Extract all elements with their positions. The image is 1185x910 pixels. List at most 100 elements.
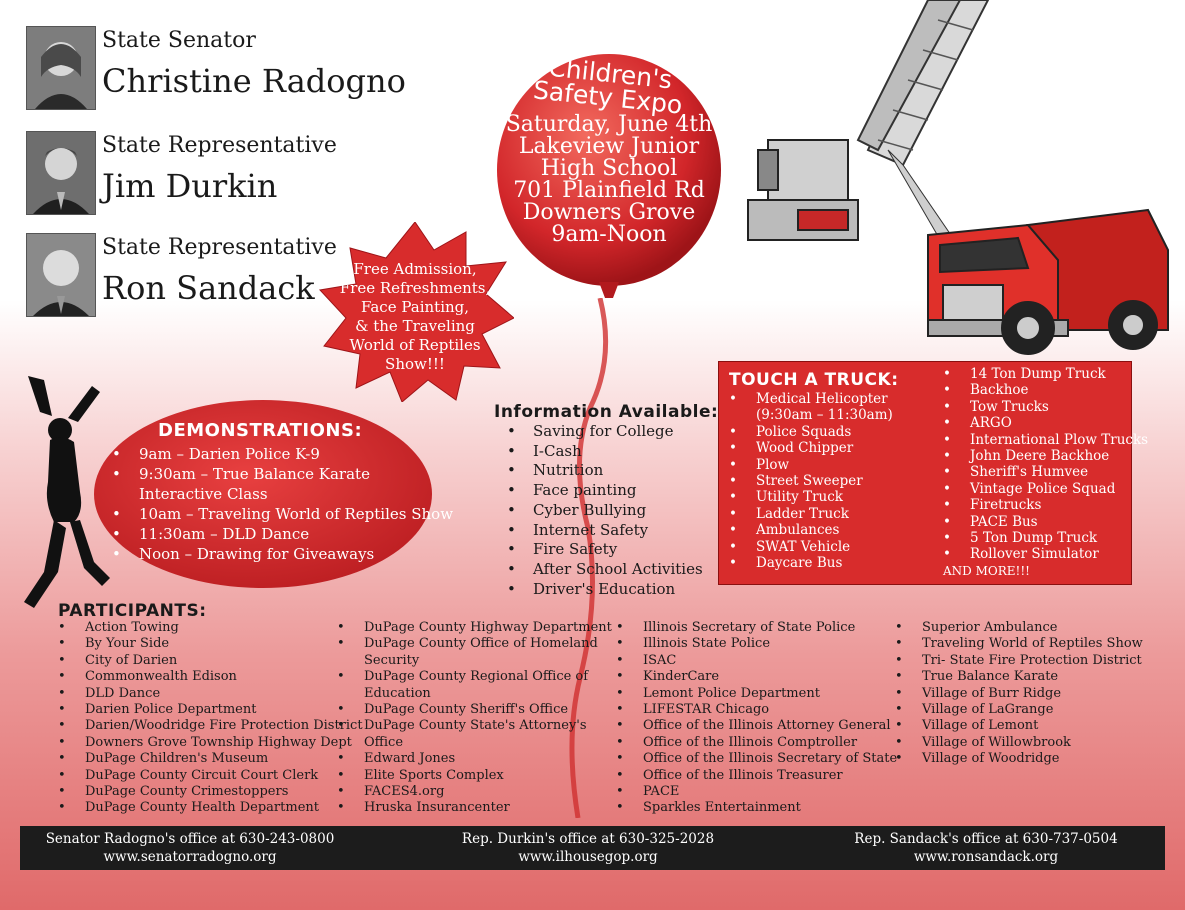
list-item: Fire Safety — [507, 540, 703, 560]
list-item: Utility Truck — [729, 489, 893, 506]
list-item: Office of the Illinois Treasurer — [616, 768, 897, 785]
event-address-line1: 701 Plainfield Rd — [513, 178, 705, 203]
offer-line: Free Refreshments, — [339, 279, 491, 297]
list-item: Illinois State Police — [616, 636, 897, 653]
list-item: Saving for College — [507, 422, 703, 442]
list-item: Rollover Simulator — [943, 546, 1148, 563]
participants-col4: Superior Ambulance Traveling World of Re… — [895, 620, 1143, 768]
list-item: DuPage County State's Attorney's — [337, 718, 612, 735]
list-item: DuPage County Highway Department — [337, 620, 612, 637]
list-item: Internet Safety — [507, 521, 703, 541]
footer-office: Senator Radogno's office at 630-243-0800 — [45, 831, 335, 847]
touch-a-truck-title: TOUCH A TRUCK: — [729, 370, 899, 390]
list-item: (9:30am – 11:30am) — [756, 407, 893, 424]
offer-line: Face Painting, — [360, 298, 470, 316]
list-item: Driver's Education — [507, 580, 703, 600]
list-item: Ladder Truck — [729, 506, 893, 523]
list-item: Darien/Woodridge Fire Protection Distric… — [58, 718, 363, 735]
truck-list-col2: 14 Ton Dump Truck Backhoe Tow Trucks ARG… — [943, 366, 1148, 563]
event-details: Children's Safety Expo Saturday, June 4t… — [489, 53, 729, 247]
list-item: Interactive Class — [139, 485, 268, 503]
list-item: KinderCare — [616, 669, 897, 686]
list-item: PACE Bus — [943, 514, 1148, 531]
footer-office: Rep. Durkin's office at 630-325-2028 — [461, 831, 715, 847]
list-item: LIFESTAR Chicago — [616, 702, 897, 719]
list-item: Wood Chipper — [729, 440, 893, 457]
demonstrations-list: 9am – Darien Police K-9 9:30am – True Ba… — [112, 444, 453, 564]
list-item: 9am – Darien Police K-9 — [112, 444, 453, 464]
participants-title: PARTICIPANTS: — [58, 601, 207, 621]
list-item: Ambulances — [729, 522, 893, 539]
list-item: Cyber Bullying — [507, 501, 703, 521]
offer-line: & the Traveling — [355, 317, 475, 335]
list-item: Vintage Police Squad — [943, 481, 1148, 498]
event-venue-line1: Lakeview Junior — [518, 134, 700, 159]
list-item: ISAC — [616, 653, 897, 670]
starburst-badge — [319, 222, 514, 402]
durkin-photo — [26, 131, 96, 215]
footer-radogno: Senator Radogno's office at 630-243-0800… — [30, 830, 350, 866]
footer-web-link[interactable]: www.ronsandack.org — [913, 849, 1059, 865]
list-item: Edward Jones — [337, 751, 612, 768]
list-item: 5 Ton Dump Truck — [943, 530, 1148, 547]
list-item: Darien Police Department — [58, 702, 363, 719]
jumping-girl-silhouette — [24, 376, 110, 608]
official-name: Ron Sandack — [102, 269, 315, 307]
list-item: DLD Dance — [58, 686, 363, 703]
list-item: 9:30am – True Balance Karate — [112, 464, 453, 484]
list-item: Education — [364, 685, 431, 701]
information-title: Information Available: — [494, 402, 719, 422]
list-item: After School Activities — [507, 560, 703, 580]
free-offers: Free Admission, Free Refreshments, Face … — [330, 260, 500, 374]
list-item: Tow Trucks — [943, 399, 1148, 416]
list-item: Backhoe — [943, 382, 1148, 399]
list-item: I-Cash — [507, 442, 703, 462]
fire-truck-illustration — [747, 0, 1169, 355]
list-item: Firetrucks — [943, 497, 1148, 514]
list-item: Sparkles Entertainment — [616, 800, 897, 817]
list-item: Downers Grove Township Highway Dept — [58, 735, 363, 752]
list-item: Elite Sports Complex — [337, 768, 612, 785]
list-item: International Plow Trucks — [943, 432, 1148, 449]
list-item: Village of Woodridge — [895, 751, 1143, 768]
list-item: Commonwealth Edison — [58, 669, 363, 686]
list-item: Plow — [729, 457, 893, 474]
official-name: Christine Radogno — [102, 62, 406, 100]
event-time: 9am-Noon — [551, 222, 667, 247]
event-address-line2: Downers Grove — [522, 200, 696, 225]
list-item: Tri- State Fire Protection District — [895, 653, 1143, 670]
list-item: 14 Ton Dump Truck — [943, 366, 1148, 383]
list-item: DuPage County Regional Office of — [337, 669, 612, 686]
list-item: Medical Helicopter — [729, 391, 893, 408]
list-item: DuPage County Office of Homeland — [337, 636, 612, 653]
list-item: Police Squads — [729, 424, 893, 441]
list-item: Action Towing — [58, 620, 363, 637]
list-item: Sheriff's Humvee — [943, 464, 1148, 481]
footer-web-link[interactable]: www.ilhousegop.org — [518, 849, 658, 865]
footer-office: Rep. Sandack's office at 630-737-0504 — [854, 831, 1118, 847]
list-item: Noon – Drawing for Giveaways — [112, 544, 453, 564]
list-item: SWAT Vehicle — [729, 539, 893, 556]
official-role: State Representative — [102, 133, 337, 158]
list-item: Office of the Illinois Secretary of Stat… — [616, 751, 897, 768]
list-item: Superior Ambulance — [895, 620, 1143, 637]
footer-contact-bar: Senator Radogno's office at 630-243-0800… — [20, 826, 1165, 870]
list-item: ARGO — [943, 415, 1148, 432]
official-name: Jim Durkin — [102, 167, 278, 205]
list-item: Security — [364, 652, 420, 668]
list-item: Village of Willowbrook — [895, 735, 1143, 752]
list-item: DuPage County Sheriff's Office — [337, 702, 612, 719]
truck-list-col1: Medical Helicopter (9:30am – 11:30am) Po… — [729, 391, 893, 572]
list-item: Hruska Insurancenter — [337, 800, 612, 817]
official-radogno: State Senator Christine Radogno — [26, 26, 406, 116]
offer-line: Show!!! — [385, 355, 445, 373]
list-item: FACES4.org — [337, 784, 612, 801]
participants-col1: Action Towing By Your Side City of Darie… — [58, 620, 363, 817]
list-item: Village of Lemont — [895, 718, 1143, 735]
footer-web-link[interactable]: www.senatorradogno.org — [103, 849, 277, 865]
official-sandack: State Representative Ron Sandack — [26, 233, 406, 323]
and-more-label: AND MORE!!! — [943, 564, 1030, 578]
list-item: DuPage Children's Museum — [58, 751, 363, 768]
list-item: PACE — [616, 784, 897, 801]
list-item: Nutrition — [507, 461, 703, 481]
